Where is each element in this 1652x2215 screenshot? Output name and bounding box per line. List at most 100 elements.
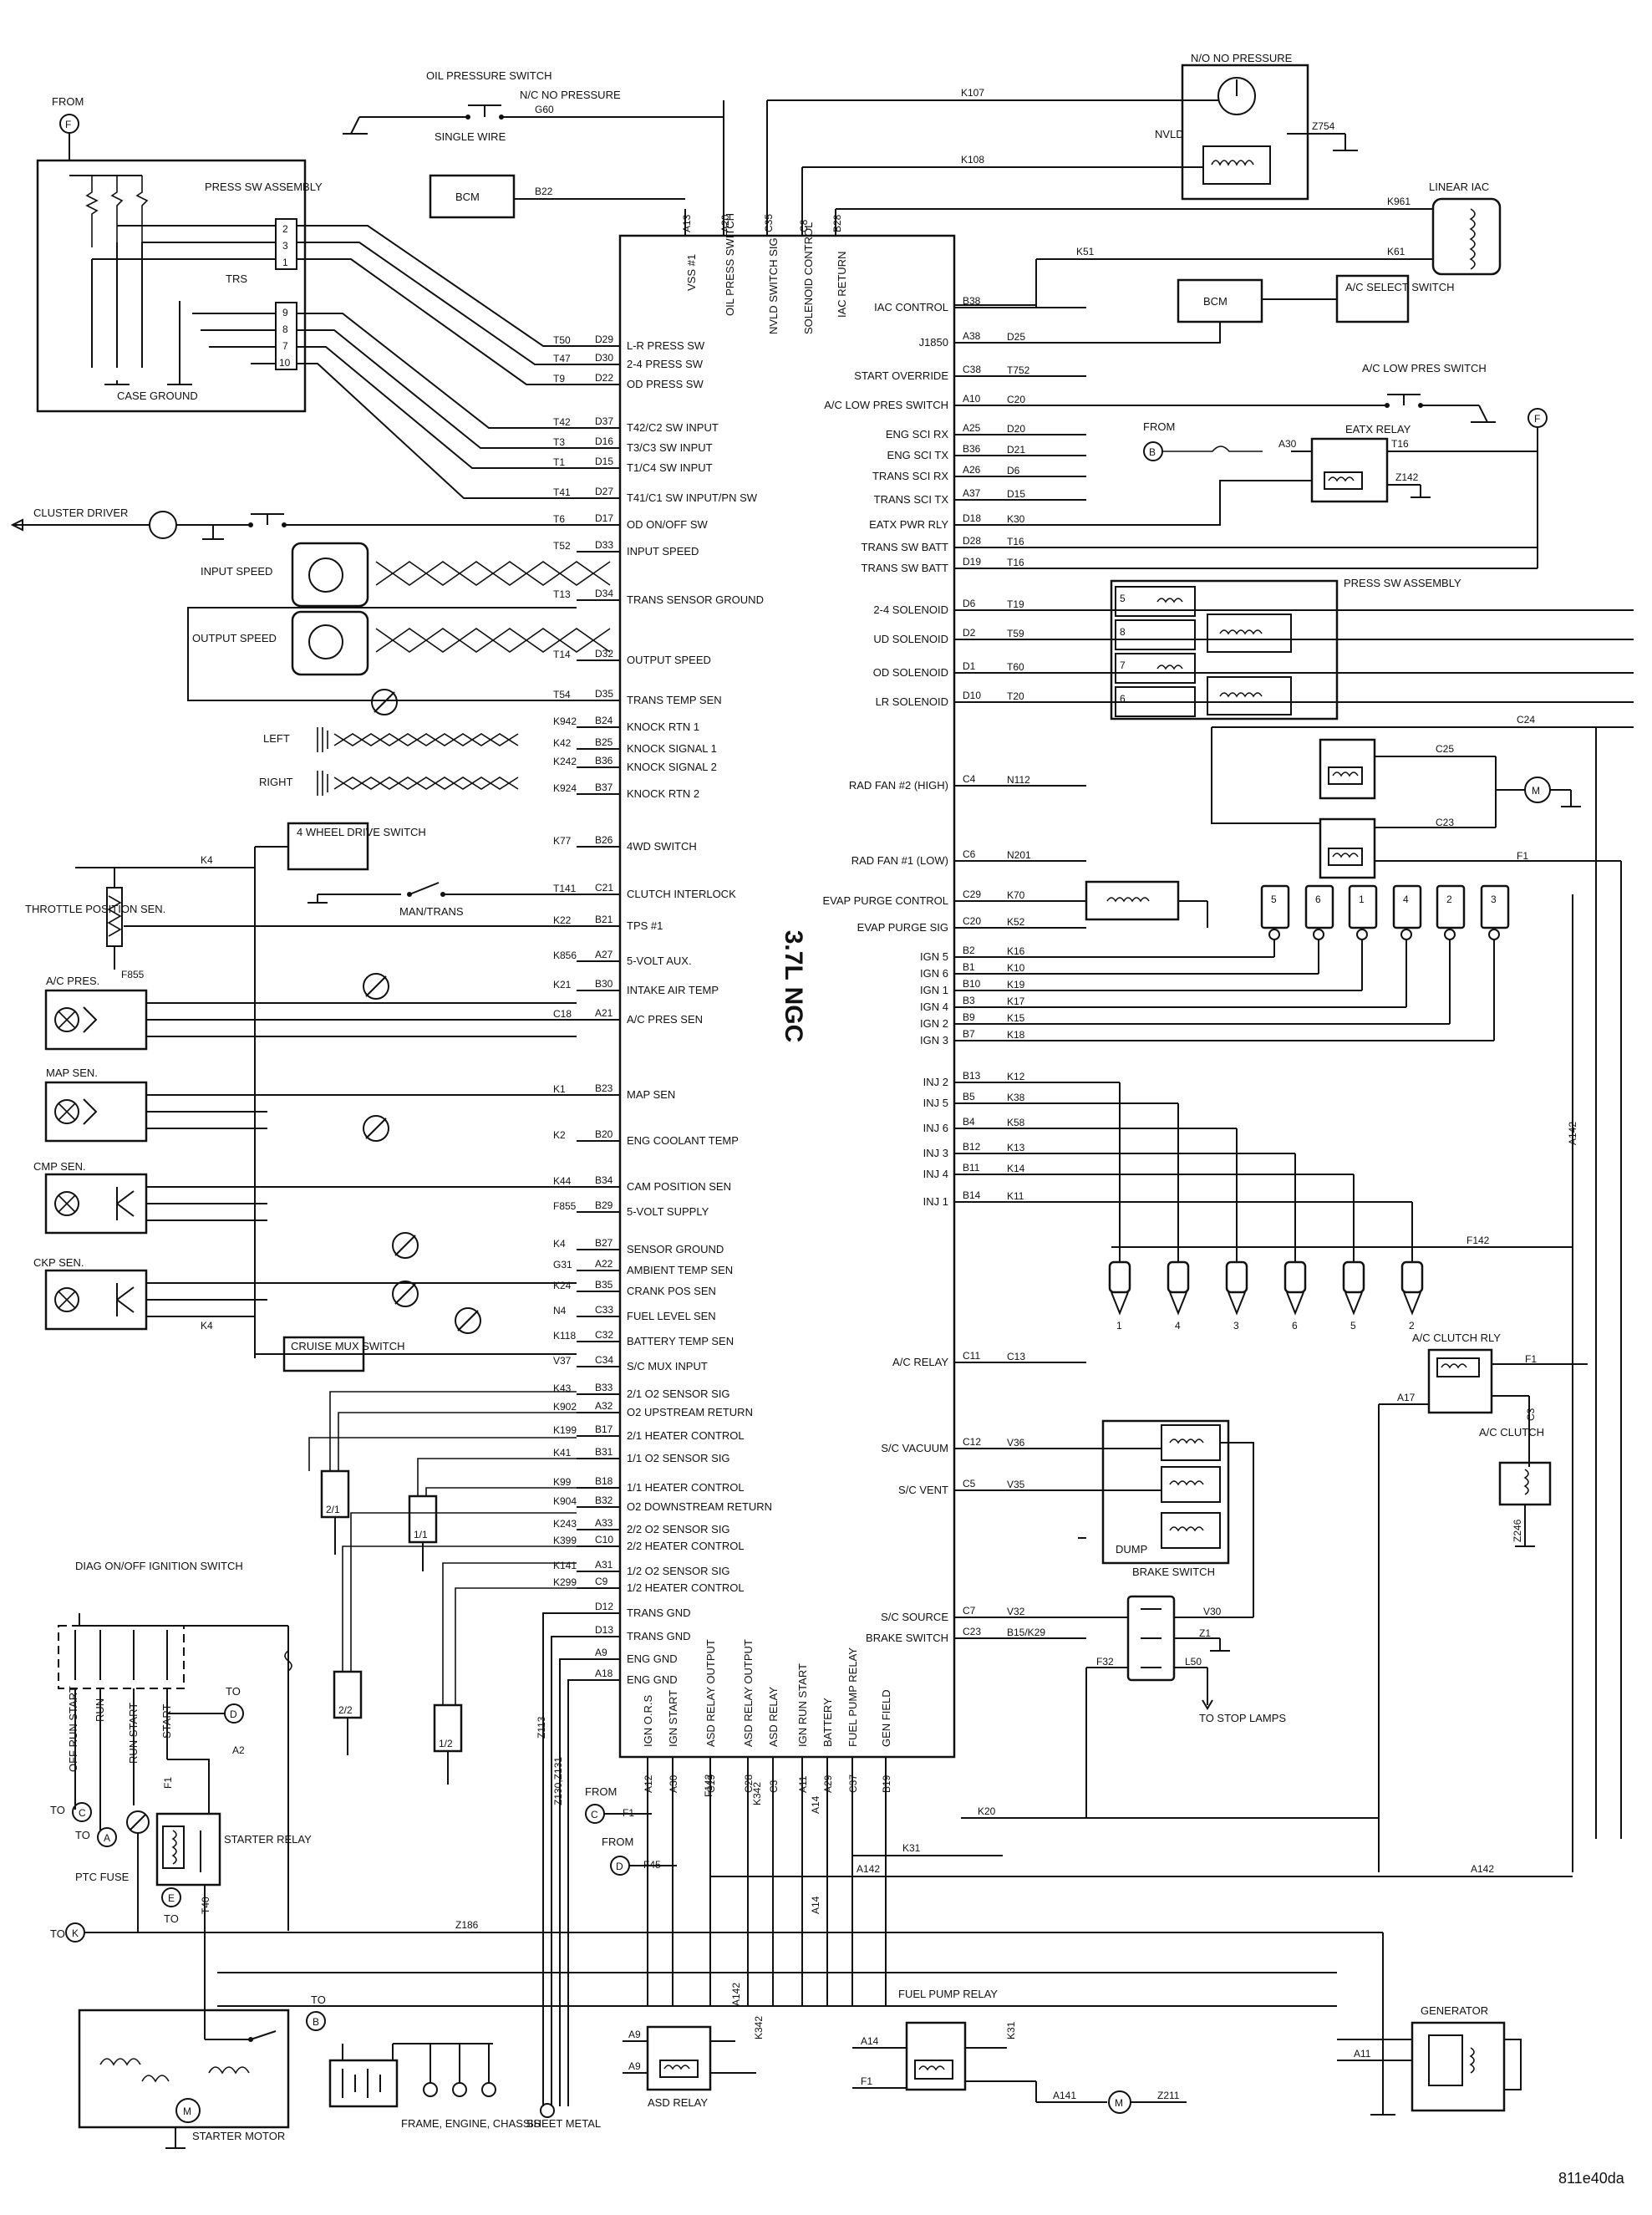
svg-text:TO: TO [50,1804,65,1816]
svg-text:CRUISE MUX SWITCH: CRUISE MUX SWITCH [291,1340,405,1352]
left-pin-wire: T14 [553,649,571,660]
left-pin-code: B34 [595,1174,613,1186]
trs-wires [297,225,620,499]
right-pin-code: B4 [963,1116,975,1128]
right-pin-label: TRANS SCI RX [872,470,948,482]
right-pin-wire: K70 [1007,889,1025,901]
svg-text:CMP SEN.: CMP SEN. [33,1160,86,1173]
right-pin-label: A/C RELAY [892,1356,948,1368]
svg-text:B: B [313,2016,319,2028]
left-pin-wire: N4 [553,1305,567,1316]
svg-text:C23: C23 [1436,817,1454,828]
injector-number: 6 [1292,1320,1298,1332]
left-pin-wire: K4 [553,1238,566,1250]
fuel-injector: 4 [1086,1102,1190,1332]
left-pin-wire: K44 [553,1175,572,1187]
svg-text:OIL PRESSURE SWITCH: OIL PRESSURE SWITCH [426,69,552,82]
top-pin-code: C8 [798,219,810,232]
svg-text:K4: K4 [201,1320,213,1332]
svg-text:FROM: FROM [602,1836,633,1848]
trans-temp-sensor [371,689,398,715]
left-pin-wire: K924 [553,782,577,794]
left-pin-wire: T1 [553,456,565,468]
svg-text:LEFT: LEFT [263,732,290,745]
right-pin-label: EATX PWR RLY [869,518,948,531]
svg-text:A2: A2 [232,1744,245,1756]
right-pin-code: D10 [963,690,981,701]
left-pin-wire: T9 [553,373,565,384]
left-pin-label: OD PRESS SW [627,378,704,390]
injector-number: 2 [1409,1320,1415,1332]
right-pin-label: IGN 4 [920,1001,948,1013]
right-pin-code: B7 [963,1028,975,1040]
coil-number: 5 [1271,894,1277,905]
right-pin-label: INJ 1 [923,1195,948,1208]
right-pin-code: D19 [963,556,981,568]
top-pin-code: B28 [831,214,843,232]
svg-text:Z1: Z1 [1199,1627,1211,1639]
left-pin-label: O2 UPSTREAM RETURN [627,1406,753,1418]
right-pin-code: C6 [963,848,976,860]
svg-text:F142: F142 [1466,1235,1490,1246]
svg-text:2: 2 [282,223,288,235]
left-pin-code: B27 [595,1237,613,1249]
svg-text:TO: TO [164,1912,179,1925]
left-pin-label: 5-VOLT SUPPLY [627,1205,709,1218]
right-pin-code: B36 [963,443,981,455]
left-pin-wire: K902 [553,1401,577,1413]
right-pin-wire: B15/K29 [1007,1627,1045,1638]
svg-text:E: E [168,1892,175,1904]
left-pin-wire: T13 [553,588,571,600]
left-pin-code: B35 [595,1279,613,1291]
from-f-connector: FROM F [52,95,84,160]
svg-text:LINEAR IAC: LINEAR IAC [1429,181,1489,193]
right-pin-label: IGN 2 [920,1017,948,1030]
left-pin-label: CAM POSITION SEN [627,1180,731,1193]
left-pin-wire: T47 [553,353,571,364]
svg-text:BCM: BCM [1203,295,1228,308]
svg-text:5: 5 [1120,593,1126,604]
left-pin-wire: T52 [553,540,571,552]
left-pin-code: B18 [595,1475,613,1487]
left-pin-label: KNOCK RTN 1 [627,721,699,733]
trans-solenoid-pack: PRESS SW ASSEMBLY 5 8 7 6 [1086,577,1634,721]
svg-text:6: 6 [1120,693,1126,705]
right-pin-label: LR SOLENOID [876,695,948,708]
svg-text:K961: K961 [1387,196,1411,207]
starter-motor: M STARTER MOTOR [78,2009,290,2149]
svg-text:Z142: Z142 [1395,471,1419,483]
svg-text:THROTTLE POSITION SEN.: THROTTLE POSITION SEN. [25,903,165,915]
left-pin-code: C10 [595,1534,613,1545]
svg-text:7: 7 [282,340,288,352]
cmp-sensor: CMP SEN. [33,1160,577,1235]
left-pin-wire: K141 [553,1560,577,1571]
ignition-coil: 2 [1086,884,1466,1025]
left-pin-code: C9 [595,1576,608,1587]
left-pin-label: 4WD SWITCH [627,840,697,853]
left-pin-label: ENG COOLANT TEMP [627,1134,739,1147]
right-pin-wire: T60 [1007,661,1024,673]
svg-text:K107: K107 [961,87,984,99]
